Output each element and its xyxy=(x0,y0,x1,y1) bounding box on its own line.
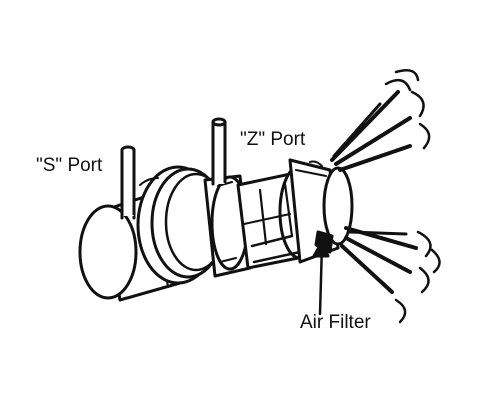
air-filter-label: Air Filter xyxy=(300,312,371,333)
z-port-label: "Z" Port xyxy=(240,129,306,150)
s-port-tube xyxy=(120,145,136,220)
z-port-tube xyxy=(211,117,227,186)
s-port-label: "S" Port xyxy=(36,155,103,176)
air-filter-leader xyxy=(312,240,330,316)
air-exhaust-lower xyxy=(340,226,441,324)
air-filter-housing xyxy=(288,158,354,264)
air-exhaust-upper xyxy=(330,69,431,172)
